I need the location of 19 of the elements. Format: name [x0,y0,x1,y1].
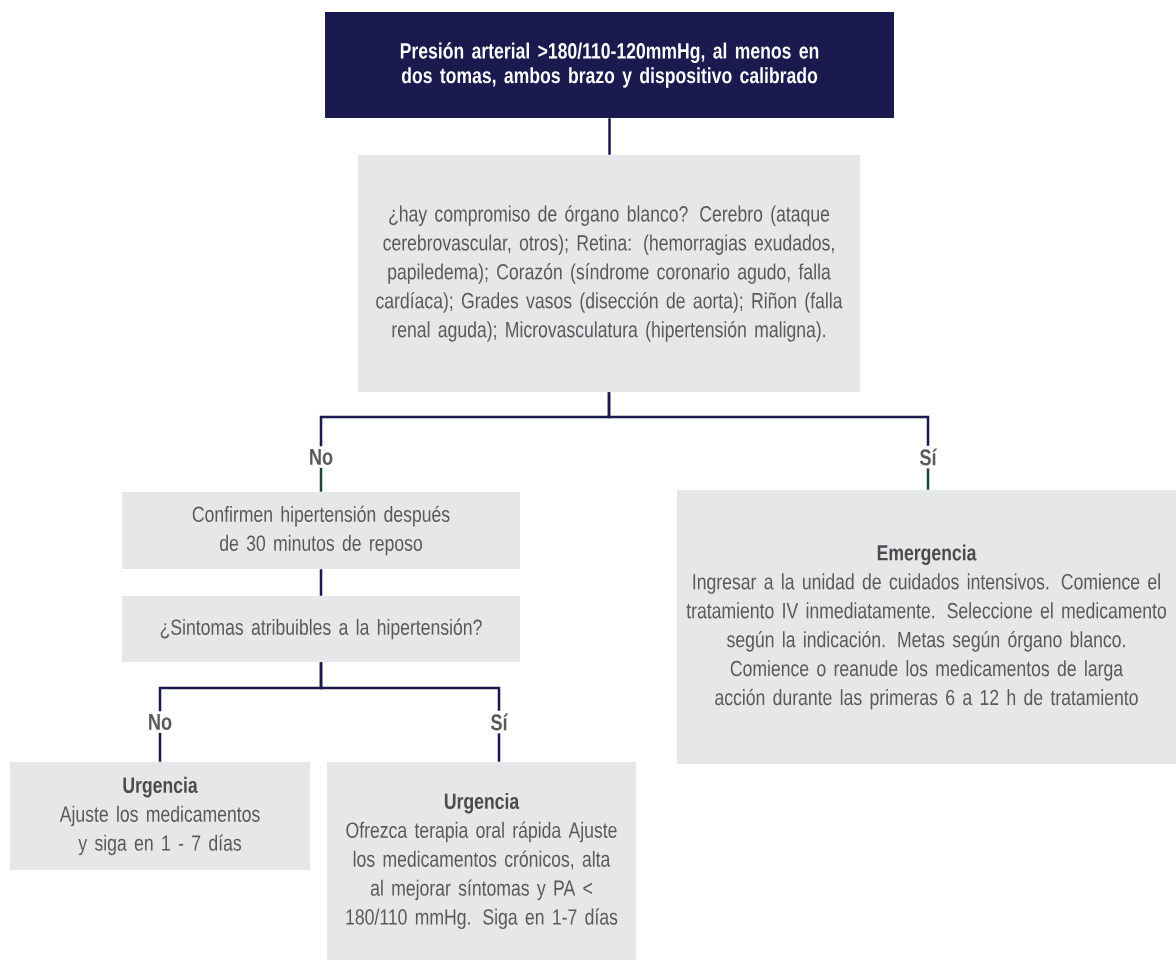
process-box: ¿hay compromiso de órgano blanco? Cerebro (ataque cerebrovascular, otros); Retina: (hemorragias exudados, papiledema); Corazón (síndrome coronario agudo, falla cardíaca); Grades vasos (disección de aorta); Riñon (falla renal aguda); Microvasculatura (hipertensión maligna). [358,155,860,392]
connector-line [607,392,930,446]
process-box: Urgencia Ajuste los medicamentos y siga en 1 - 7 días [10,762,310,870]
process-box: ¿Sintomas atribuibles a la hipertensión? [122,596,520,662]
connector-line [319,662,501,711]
title-box: Presión arterial >180/110-120mmHg, al menos en dos tomas, ambos brazo y dispositivo calibrado [325,12,894,118]
branch-label: Sí [919,448,938,466]
process-box: Emergencia Ingresar a la unidad de cuidados intensivos. Comience el tratamiento IV inmediatamente. Seleccione el medicamento según la indicación. Metas según órgano blanco. Comience o reanude los medicamentos de larga acción durante las primeras 6 a 12 h de tratamiento [677,490,1176,764]
branch-label: No [149,714,172,730]
branch-label: Sí [490,713,509,731]
connector-line [319,467,323,492]
connector-line [608,118,611,155]
connector-line [926,468,930,490]
connector-line [497,733,501,762]
connector-line [319,569,323,596]
process-box: Confirmen hipertensión después de 30 minutos de reposo [122,492,520,569]
connector-line [158,732,162,762]
branch-label: No [310,449,333,465]
process-box: Urgencia Ofrezca terapia oral rápida Ajuste los medicamentos crónicos, alta al mejorar síntomas y PA < 180/110 mmHg. Siga en 1-7 días [327,762,636,960]
